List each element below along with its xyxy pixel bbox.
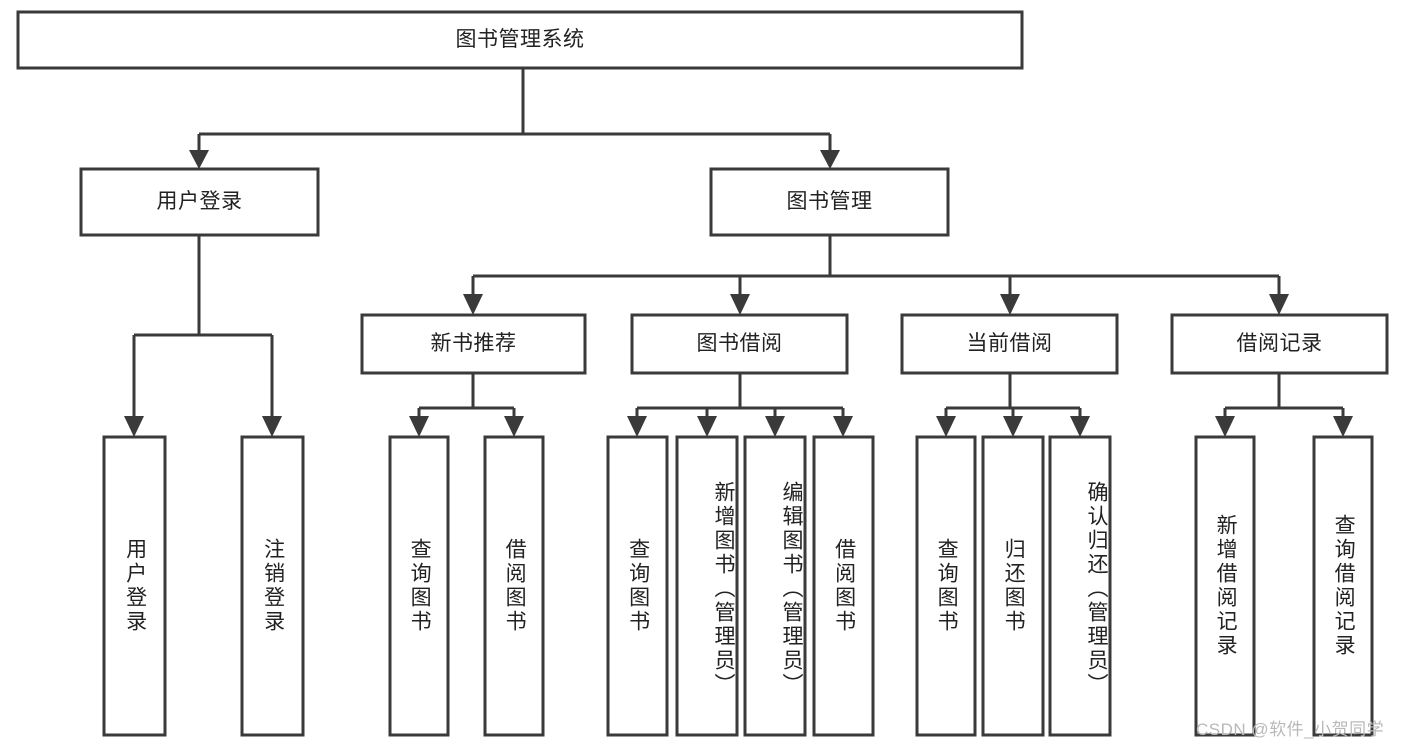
watermark: CSDN @软件_小贺同学 <box>1196 720 1385 739</box>
leaf-box-current-borrow-1[interactable] <box>981 435 1045 737</box>
connector-root-to-level2 <box>189 68 840 169</box>
node-box-root[interactable] <box>16 10 1024 70</box>
leaf-box-book-borrow-2[interactable] <box>743 435 807 737</box>
leaf-box-current-borrow-0[interactable] <box>915 435 977 737</box>
connector-user-login-to-leaves <box>124 235 282 437</box>
node-box-book-manage[interactable] <box>709 167 950 237</box>
node-box-book-borrow[interactable] <box>630 313 849 375</box>
connector-borrow-record-to-leaves <box>1215 373 1353 437</box>
arrow-head-icon <box>936 416 956 437</box>
connector-book-manage-to-level3 <box>463 235 1289 315</box>
arrow-head-icon <box>409 416 429 437</box>
connector-new-book-to-leaves <box>409 373 524 437</box>
arrow-head-icon <box>463 294 483 315</box>
arrow-head-icon <box>730 294 750 315</box>
leaf-box-user-login-1[interactable] <box>240 435 305 737</box>
leaf-box-new-book-0[interactable] <box>388 435 450 737</box>
leaf-box-book-borrow-1[interactable] <box>675 435 739 737</box>
arrow-head-icon <box>1070 416 1090 437</box>
arrow-head-icon <box>627 416 647 437</box>
node-box-new-book[interactable] <box>360 313 587 375</box>
arrow-head-icon <box>189 150 209 169</box>
arrow-head-icon <box>124 416 144 437</box>
leaf-box-current-borrow-2[interactable] <box>1048 435 1112 737</box>
arrow-head-icon <box>833 416 853 437</box>
leaf-box-borrow-record-1[interactable] <box>1312 435 1374 737</box>
arrow-head-icon <box>1000 294 1020 315</box>
leaf-box-user-login-0[interactable] <box>102 435 167 737</box>
arrow-head-icon <box>1269 294 1289 315</box>
arrow-head-icon <box>504 416 524 437</box>
node-box-borrow-record[interactable] <box>1170 313 1389 375</box>
node-box-user-login[interactable] <box>79 167 320 237</box>
leaf-box-book-borrow-0[interactable] <box>606 435 669 737</box>
node-box-current-borrow[interactable] <box>900 313 1119 375</box>
arrow-head-icon <box>1333 416 1353 437</box>
arrow-head-icon <box>765 416 785 437</box>
leaf-box-book-borrow-3[interactable] <box>812 435 875 737</box>
leaf-box-new-book-1[interactable] <box>483 435 545 737</box>
leaf-box-borrow-record-0[interactable] <box>1194 435 1256 737</box>
arrow-head-icon <box>1215 416 1235 437</box>
connector-current-borrow-to-leaves <box>936 373 1090 437</box>
arrow-head-icon <box>697 416 717 437</box>
arrow-head-icon <box>262 416 282 437</box>
arrow-head-icon <box>820 150 840 169</box>
arrow-head-icon <box>1003 416 1023 437</box>
connector-book-borrow-to-leaves <box>627 373 853 437</box>
